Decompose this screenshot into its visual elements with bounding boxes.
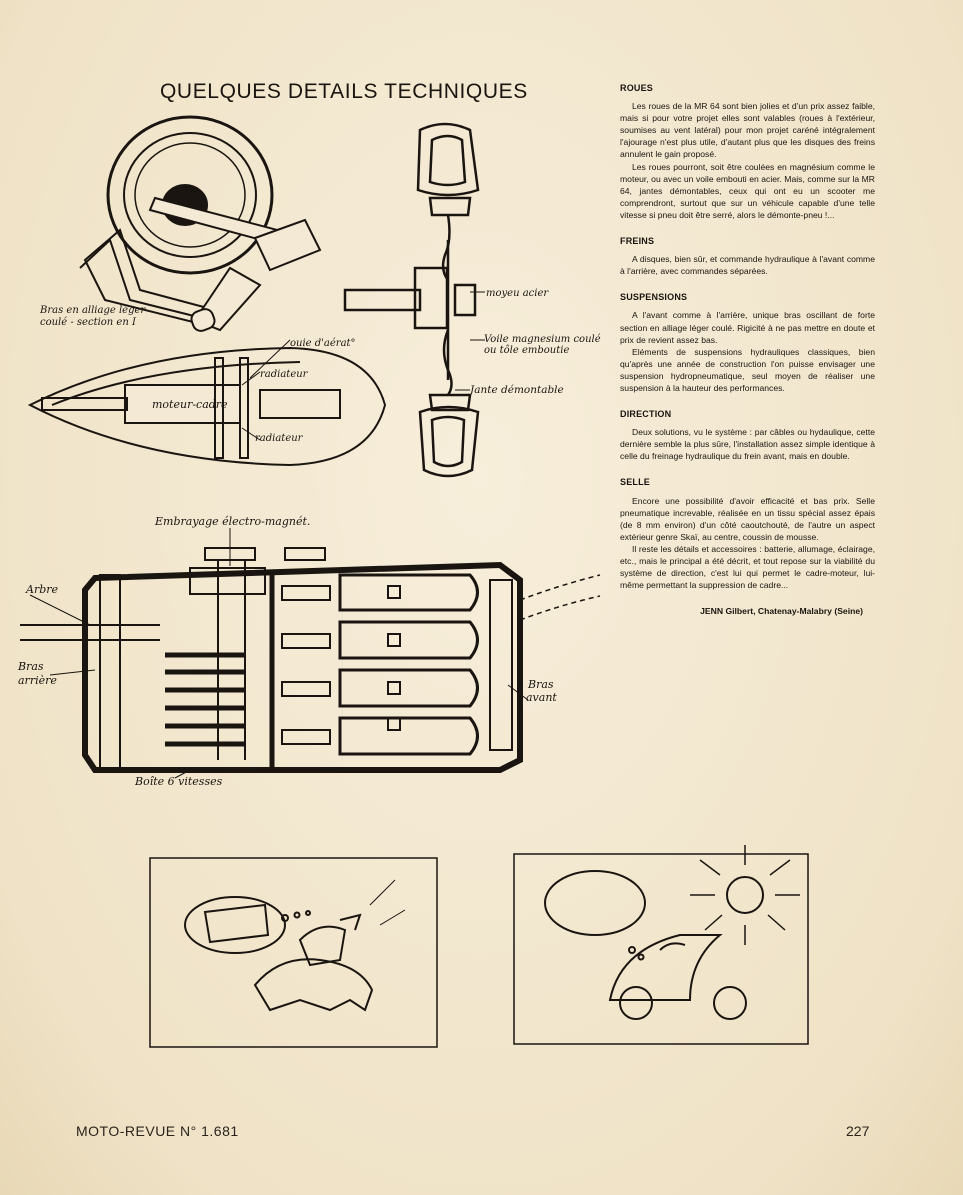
cartoon-motorcycle [513,845,809,1045]
label-ouie: ouie d'aérat° [290,338,356,349]
label-voile-2: ou tôle emboutie [484,345,569,356]
section-suspensions: SUSPENSIONS A l'avant comme à l'arrière,… [620,291,875,394]
section-roues: ROUES Les roues de la MR 64 sont bien jo… [620,82,875,221]
section-selle: SELLE Encore une possibilité d'avoir eff… [620,476,875,591]
label-bras: Bras en alliage léger [39,305,146,316]
label-moteur-cadre: moteur-cadre [152,398,228,411]
paragraph: Deux solutions, vu le système : par câbl… [620,427,875,462]
section-heading: DIRECTION [620,409,672,420]
engine-gearbox-drawing [20,528,601,779]
section-heading: ROUES [620,83,654,93]
section-direction: DIRECTION Deux solutions, vu le système … [620,408,875,462]
label-bras-avant-2: avant [526,691,557,704]
label-boite: Boîte 6 vitesses [134,775,223,788]
paragraph: A disques, bien sûr, et commande hydraul… [620,254,875,277]
footer-magazine: MOTO-REVUE N° 1.681 [76,1123,239,1139]
section-heading: SELLE [620,477,651,488]
label-bras-arriere: Bras [17,660,44,673]
label-radiateur-top: radiateur [260,369,309,380]
paragraph: Les roues de la MR 64 sont bien jolies e… [620,101,875,160]
section-freins: FREINS A disques, bien sûr, et commande … [620,235,875,277]
label-radiateur-bot: radiateur [255,433,304,444]
paragraph: A l'avant comme à l'arrière, unique bras… [620,310,875,345]
paragraph: Il reste les détails et accessoires : ba… [620,543,875,591]
page-title: QUELQUES DETAILS TECHNIQUES [160,80,528,103]
label-moyeu: moyeu acier [486,288,549,299]
hull-top-view-drawing [27,339,387,467]
section-heading: SUSPENSIONS [620,292,688,303]
paragraph: Encore une possibilité d'avoir efficacit… [620,495,875,542]
label-bras-avant: Bras [527,678,554,691]
paragraph: Les roues pourront, soit être coulées en… [620,161,875,220]
label-bras-section: coulé - section en I [40,317,137,328]
section-heading: FREINS [620,236,655,247]
label-arbre: Arbre [25,583,59,596]
footer-page-number: 227 [846,1123,870,1139]
wheel-section-drawing [343,122,485,478]
label-embrayage: Embrayage électro-magnét. [154,515,310,528]
label-voile: Voile magnesium coulé [484,334,601,345]
author-signature: JENN Gilbert, Chatenay-Malabry (Seine) [700,606,863,617]
paragraph: Eléments de suspensions hydrauliques cla… [620,346,875,393]
label-bras-arriere-2: arrière [18,674,57,687]
wheel-swingarm-drawing [79,115,322,332]
label-jante: Jante démontable [468,384,564,396]
article-column: ROUES Les roues de la MR 64 sont bien jo… [620,82,875,617]
cartoon-cowboy [149,857,438,1048]
